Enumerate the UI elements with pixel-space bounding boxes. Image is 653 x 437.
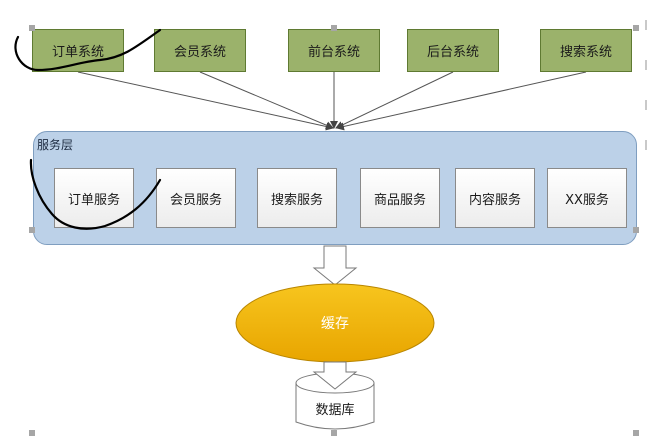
- connector-order-system: [77, 71, 334, 131]
- cache-label: 缓存: [321, 316, 349, 332]
- service-product[interactable]: 商品服务: [360, 168, 440, 228]
- connector-member-system: [199, 71, 334, 129]
- service-label: XX服务: [565, 192, 609, 208]
- handwritten-mark-middle: [29, 158, 162, 230]
- handwritten-mark-top: [14, 28, 162, 72]
- selection-handle[interactable]: [29, 430, 35, 436]
- service-content[interactable]: 内容服务: [455, 168, 535, 228]
- service-label: 会员服务: [169, 192, 222, 208]
- service-search[interactable]: 搜索服务: [257, 168, 337, 228]
- block-arrow-to-database: [312, 361, 358, 390]
- service-label: 商品服务: [373, 192, 426, 208]
- selection-handle[interactable]: [331, 25, 337, 31]
- selection-handle[interactable]: [331, 430, 337, 436]
- system-label: 搜索系统: [559, 45, 612, 60]
- block-arrow-to-cache: [312, 245, 358, 286]
- service-label: 内容服务: [468, 192, 521, 208]
- system-label: 前台系统: [307, 45, 360, 60]
- service-label: 搜索服务: [270, 192, 323, 208]
- selection-handle[interactable]: [29, 227, 35, 233]
- system-member[interactable]: 会员系统: [154, 29, 246, 72]
- selection-handle[interactable]: [29, 25, 35, 31]
- connector-search-system: [336, 71, 587, 131]
- service-xx[interactable]: XX服务: [547, 168, 627, 228]
- system-label: 会员系统: [173, 45, 226, 60]
- service-label: 订单服务: [67, 192, 120, 208]
- system-back[interactable]: 后台系统: [407, 29, 499, 72]
- service-member[interactable]: 会员服务: [156, 168, 236, 228]
- database-label: 数据库: [315, 402, 355, 418]
- edge-mark: [645, 140, 647, 150]
- connector-back-system: [335, 71, 454, 129]
- system-label: 订单系统: [51, 45, 104, 60]
- selection-handle[interactable]: [633, 227, 639, 233]
- selection-handle[interactable]: [633, 430, 639, 436]
- system-search[interactable]: 搜索系统: [540, 29, 632, 72]
- edge-mark: [645, 20, 647, 30]
- selection-handle[interactable]: [633, 25, 639, 31]
- service-layer-label: 服务层: [37, 138, 74, 152]
- database-cylinder: [295, 383, 375, 430]
- edge-mark: [645, 60, 647, 70]
- edge-mark: [645, 100, 647, 110]
- system-label: 后台系统: [426, 45, 479, 60]
